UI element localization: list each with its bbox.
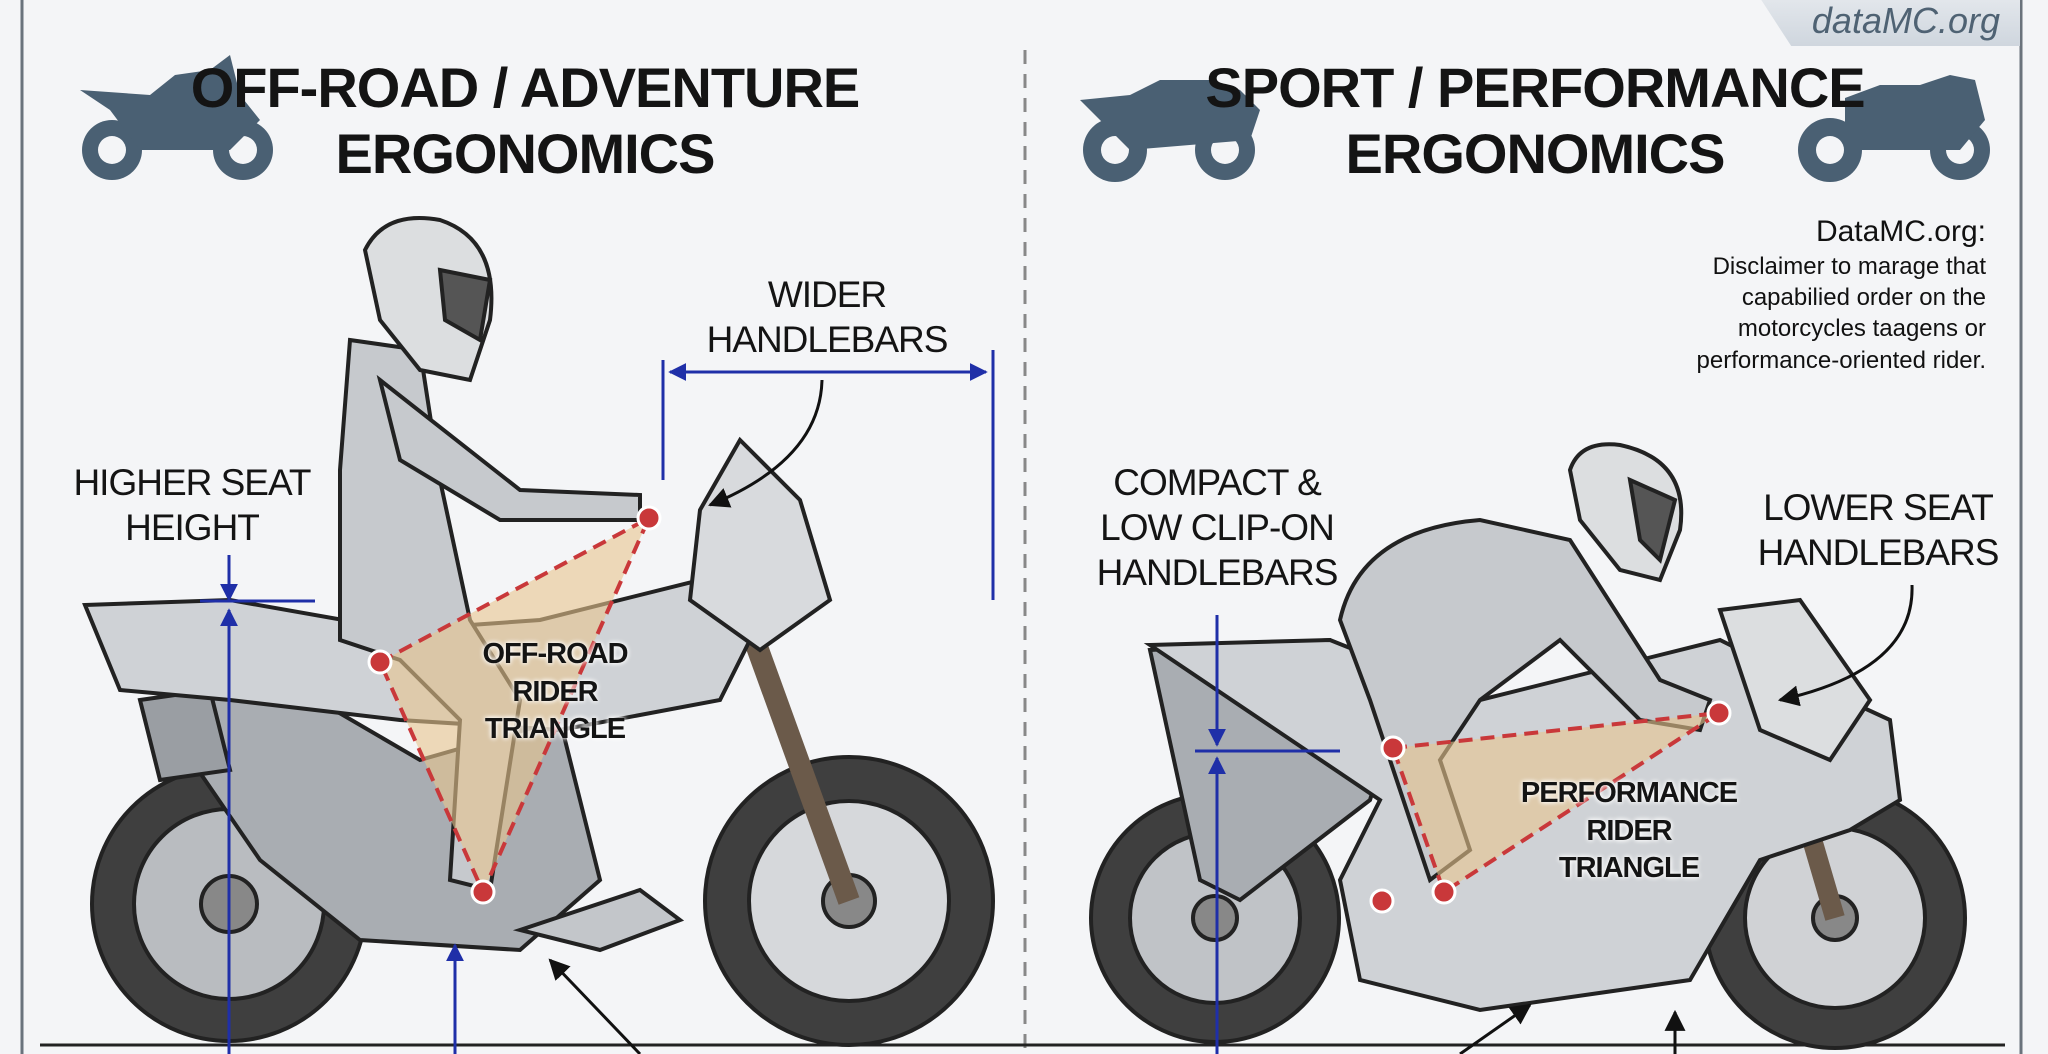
disclaimer-heading: DataMC.org: — [1815, 215, 1986, 248]
label-line: HIGHER SEAT — [73, 462, 311, 503]
label-line: TRIANGLE — [484, 713, 626, 746]
label-line: LOW CLIP-ON — [1100, 507, 1335, 549]
left-pointer-arrows — [548, 379, 824, 1054]
disclaimer-line: Disclaimer to marage that — [1712, 253, 1986, 280]
higher-seat-height-label: HIGHER SEAT HEIGHT — [42, 460, 342, 550]
lower-seat-label: LOWER SEAT HANDLEBARS — [1738, 485, 2018, 575]
right-pointer-arrows — [1459, 584, 1914, 1054]
offroad-rider-triangle — [377, 513, 654, 897]
disclaimer-line: capabilied order on the — [1741, 284, 1986, 312]
label-line: HANDLEBARS — [1757, 532, 2000, 574]
sport-bike-icon-right — [1798, 75, 1990, 182]
label-line: HANDLEBARS — [1096, 552, 1339, 594]
sport-bike-icon-left — [1080, 80, 1260, 182]
label-line: OFF-ROAD — [482, 638, 628, 670]
label-line: TRIANGLE — [1558, 852, 1700, 885]
title-line: ERGONOMICS — [335, 122, 716, 186]
left-dimension-lines — [200, 350, 995, 1054]
label-line: RIDER — [1586, 814, 1672, 847]
label-line: WIDER — [767, 274, 887, 315]
title-line: ERGONOMICS — [1345, 122, 1726, 186]
performance-rider-triangle — [1390, 711, 1721, 896]
title-line: SPORT / PERFORMANCE — [1205, 56, 1865, 119]
label-line: HEIGHT — [125, 507, 260, 549]
label-line: LOWER SEAT — [1763, 487, 1994, 528]
label-line: RIDER — [512, 675, 598, 708]
title-line: OFF-ROAD / ADVENTURE — [190, 56, 861, 119]
site-badge: dataMC.org — [1760, 0, 2020, 46]
wider-handlebars-label: WIDER HANDLEBARS — [677, 272, 977, 362]
triangle-point-markers — [1369, 700, 1732, 914]
right-panel-title: SPORT / PERFORMANCE ERGONOMICS — [1190, 55, 1880, 187]
disclaimer-line: motorcycles taagens or — [1737, 315, 1986, 343]
offroad-triangle-label: OFF-ROAD RIDER TRIANGLE — [435, 636, 675, 749]
adventure-bike-icon — [80, 55, 273, 180]
right-dimension-lines — [1195, 615, 1340, 1054]
triangle-point-markers — [367, 505, 662, 905]
label-line: PERFORMANCE — [1520, 777, 1738, 809]
disclaimer-line: performance-oriented rider. — [1696, 346, 1986, 374]
clip-on-handlebars-label: COMPACT & LOW CLIP-ON HANDLEBARS — [1062, 460, 1372, 595]
disclaimer-text: DataMC.org: Disclaimer to marage that ca… — [1697, 212, 1986, 376]
left-panel-title: OFF-ROAD / ADVENTURE ERGONOMICS — [180, 55, 870, 187]
performance-triangle-label: PERFORMANCE RIDER TRIANGLE — [1509, 775, 1749, 888]
site-badge-text: dataMC.org — [1811, 0, 2000, 41]
label-line: COMPACT & — [1113, 462, 1322, 503]
label-line: HANDLEBARS — [706, 319, 949, 361]
